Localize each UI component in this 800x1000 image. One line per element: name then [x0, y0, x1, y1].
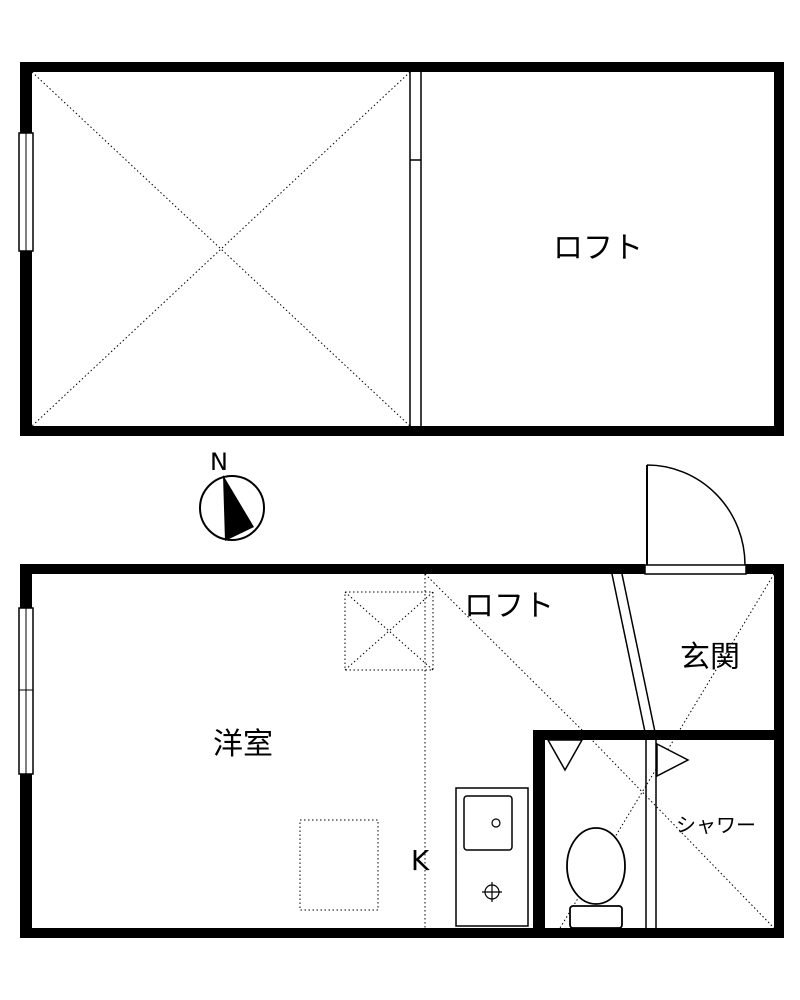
lower-loft-label: ロフト: [464, 589, 554, 624]
western-room-label: 洋室: [213, 727, 273, 762]
shower-partition: [645, 740, 657, 928]
upper-void-area: [31, 71, 411, 427]
upper-floor: ロフト: [18, 62, 784, 436]
fridge-space: [299, 819, 379, 911]
lower-wall-top-left: [20, 564, 645, 574]
upper-wall-right: [774, 62, 784, 436]
upper-loft-label: ロフト: [553, 231, 643, 266]
bath-door-icon: [546, 739, 584, 772]
entrance-partition: [611, 573, 656, 733]
lower-floor: ロフト 洋室 玄関 シャワー K: [18, 564, 784, 938]
loft-hatch: [344, 591, 434, 671]
bath-wall-top: [533, 730, 774, 740]
kitchen-label: K: [411, 844, 430, 877]
lower-wall-top-right: [746, 564, 784, 574]
upper-wall-top: [20, 62, 784, 72]
north-label: N: [210, 448, 228, 476]
toilet-icon: [566, 827, 626, 929]
upper-wall-bottom: [20, 426, 784, 436]
entrance-door: [644, 464, 747, 575]
compass-needle-icon: [223, 475, 254, 541]
bath-wall-left: [533, 730, 545, 930]
upper-divider: [409, 72, 422, 426]
shower-door-icon: [656, 742, 690, 778]
shower-label: シャワー: [676, 813, 756, 837]
compass: N: [199, 448, 265, 541]
entrance-label: 玄関: [680, 640, 740, 675]
lower-wall-right: [774, 564, 784, 938]
lower-wall-bottom: [20, 928, 784, 938]
kitchen-counter: [455, 787, 529, 927]
sink-icon: [463, 795, 513, 851]
